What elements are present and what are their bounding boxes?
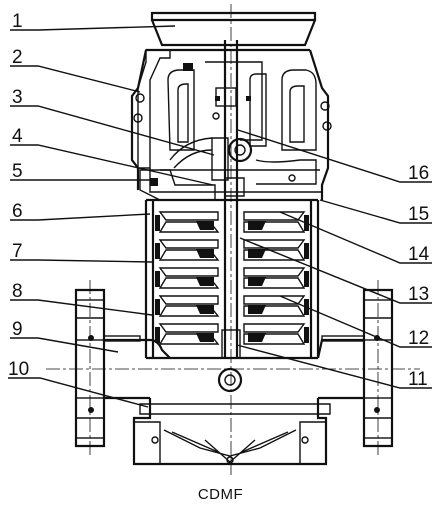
- center-lines: [46, 4, 420, 475]
- leader-line-7: [10, 259, 153, 263]
- part-number-14: 14: [408, 244, 430, 265]
- leader-line-4: [10, 144, 214, 186]
- motor-top-cover: [150, 11, 317, 47]
- leader-line-1: [10, 25, 176, 31]
- part-number-3: 3: [12, 87, 23, 108]
- part-number-15: 15: [408, 204, 429, 225]
- outer-sleeve: [144, 198, 320, 358]
- leader-line-6: [10, 213, 151, 221]
- motor-housing: [130, 48, 332, 200]
- leader-line-2: [10, 65, 141, 93]
- part-number-13: 13: [408, 284, 429, 305]
- part-number-5: 5: [12, 161, 23, 182]
- part-number-4: 4: [12, 126, 23, 147]
- leader-line-14: [279, 211, 432, 264]
- leader-line-11: [236, 344, 432, 389]
- pump-base: [74, 288, 394, 466]
- part-number-9: 9: [12, 319, 23, 340]
- part-number-6: 6: [12, 201, 23, 222]
- leader-line-8: [10, 299, 153, 316]
- leader-line-16: [237, 129, 432, 183]
- part-number-12: 12: [408, 328, 429, 349]
- part-number-7: 7: [12, 241, 23, 262]
- leader-line-13: [239, 237, 432, 304]
- part-number-16: 16: [408, 163, 429, 184]
- part-number-10: 10: [8, 359, 29, 380]
- part-number-1: 1: [12, 11, 23, 32]
- leader-line-3: [10, 105, 215, 156]
- leader-line-9: [10, 337, 119, 353]
- leader-line-12: [279, 295, 432, 348]
- impeller-stack: [155, 211, 309, 345]
- part-number-2: 2: [12, 47, 23, 68]
- leader-line-15: [319, 199, 432, 224]
- drawing-caption: CDMF: [197, 486, 244, 503]
- coupling-assembly: [139, 112, 253, 201]
- part-number-11: 11: [408, 369, 428, 390]
- part-number-8: 8: [12, 281, 23, 302]
- leader-line-10: [8, 377, 149, 408]
